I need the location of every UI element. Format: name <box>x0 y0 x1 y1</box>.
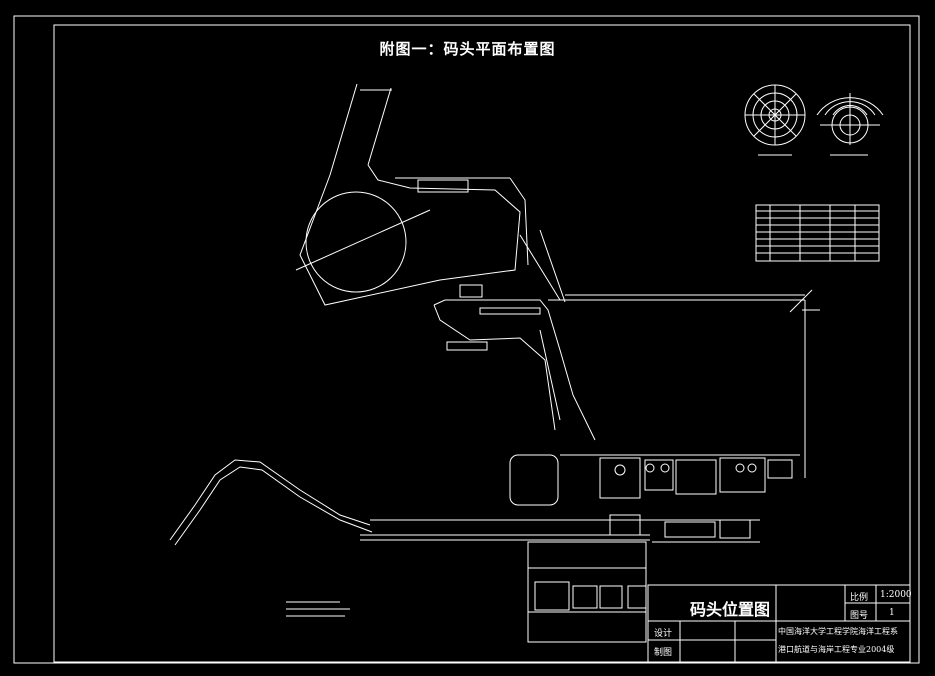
drawing-name: 码头位置图 <box>690 600 771 619</box>
sheet-label: 图号 <box>850 611 869 621</box>
org-line-1: 中国海洋大学工程学院海洋工程系 <box>778 627 898 636</box>
drawn-label: 制图 <box>654 648 673 658</box>
scale-value: 1:2000 <box>880 590 912 600</box>
notes-block <box>286 601 350 617</box>
breakwater <box>169 459 373 546</box>
drawing-title: 附图一：码头平面布置图 <box>379 40 556 58</box>
design-label: 设计 <box>654 629 673 639</box>
wind-rose-left <box>744 84 806 156</box>
wind-rose-right <box>816 93 884 156</box>
sheet-value: 1 <box>889 608 895 618</box>
quay-area <box>360 289 820 541</box>
org-line-2: 港口航道与海岸工程专业2004级 <box>778 645 895 654</box>
scale-label: 比例 <box>850 593 869 603</box>
land-plots <box>527 541 760 643</box>
inner-border <box>53 24 911 663</box>
title-block-frame <box>647 584 911 663</box>
outer-border <box>13 15 920 664</box>
legend-table <box>755 204 880 262</box>
berth-area <box>295 83 566 306</box>
